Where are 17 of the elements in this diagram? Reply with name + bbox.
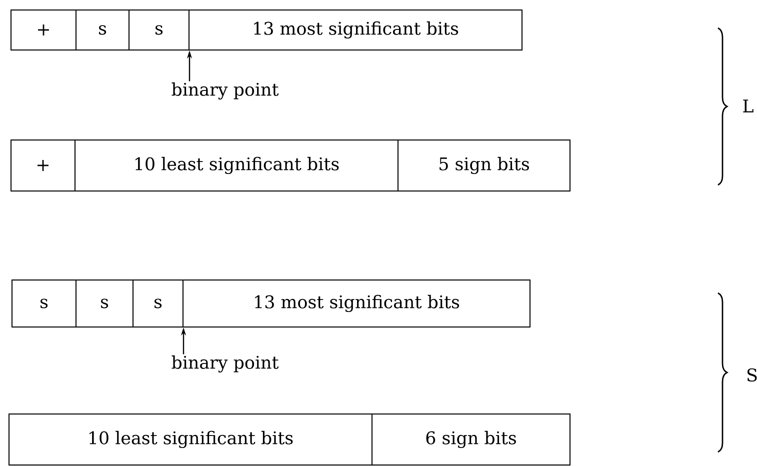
group-label: L [743,100,754,112]
bit-field-cell: 10 least significant bits [74,139,398,192]
bit-field-cell: 10 least significant bits [8,413,372,466]
group-label: S [748,368,757,382]
bit-field-cell: s [132,279,184,328]
bit-field-cell: 13 most significant bits [188,10,522,50]
bit-field-cell: s [76,279,134,328]
pointer-label: binary point [172,82,279,100]
pointer-label: binary point [172,355,279,373]
bit-field-cell: + [10,10,76,50]
bit-field-cell: s [128,10,190,50]
bit-field-cell: + [10,139,76,192]
bit-field-cell: 6 sign bits [372,413,570,466]
bit-field-cell: 5 sign bits [398,139,570,192]
bit-field-cell: s [76,10,130,50]
bit-field-cell: 13 most significant bits [182,279,530,328]
bit-field-cell: s [12,279,76,328]
